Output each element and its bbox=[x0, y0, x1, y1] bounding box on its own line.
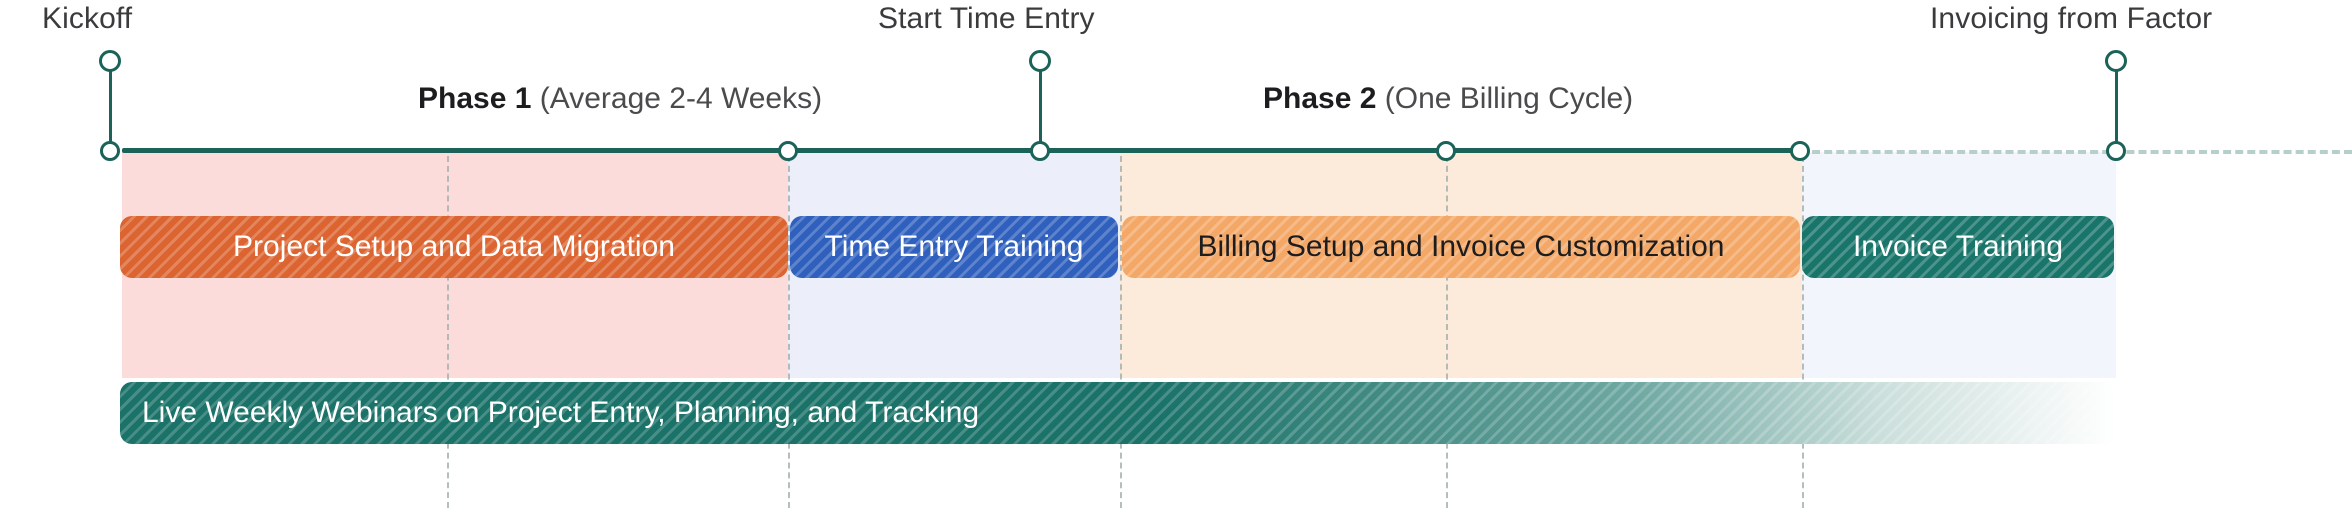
gridline-3 bbox=[1446, 156, 1448, 508]
phase-caption-phase-2: Phase 2 (One Billing Cycle) bbox=[1263, 82, 1633, 116]
task-live-weekly-webinars[interactable]: Live Weekly Webinars on Project Entry, P… bbox=[120, 382, 2116, 444]
task-invoice-training[interactable]: Invoice Training bbox=[1802, 216, 2114, 278]
phase-caption-phase-1: Phase 1 (Average 2-4 Weeks) bbox=[418, 82, 822, 116]
ongoing-task-label: Live Weekly Webinars on Project Entry, P… bbox=[142, 396, 980, 429]
task-billing-setup[interactable]: Billing Setup and Invoice Customization bbox=[1122, 216, 1800, 278]
task-label: Invoice Training bbox=[1852, 230, 2064, 263]
milestone-label-kickoff: Kickoff bbox=[42, 2, 133, 35]
phase-note-phase-2: (One Billing Cycle) bbox=[1376, 82, 1634, 115]
gridline-1 bbox=[788, 156, 790, 508]
milestone-stem-invoicing-from-factor bbox=[2115, 68, 2118, 154]
axis-marker-dot-phase1-end[interactable] bbox=[778, 141, 798, 161]
milestone-marker-start-time-entry[interactable] bbox=[1029, 50, 1051, 72]
milestone-label-invoicing-from-factor: Invoicing from Factor bbox=[1930, 2, 2213, 35]
axis-marker-dot-invoicing[interactable] bbox=[2106, 141, 2126, 161]
phase-name-phase-2: Phase 2 bbox=[1263, 82, 1377, 115]
timeline-axis-solid bbox=[122, 148, 1804, 153]
axis-marker-dot-mid-phase2[interactable] bbox=[1436, 141, 1456, 161]
gridline-4 bbox=[1802, 156, 1804, 508]
axis-marker-dot-kickoff[interactable] bbox=[100, 141, 120, 161]
milestone-stem-kickoff bbox=[109, 68, 112, 154]
milestone-stem-start-time-entry bbox=[1039, 68, 1042, 154]
phase-note-phase-1: (Average 2-4 Weeks) bbox=[531, 82, 823, 115]
milestone-marker-invoicing-from-factor[interactable] bbox=[2105, 50, 2127, 72]
task-project-setup[interactable]: Project Setup and Data Migration bbox=[120, 216, 788, 278]
task-time-entry-training[interactable]: Time Entry Training bbox=[790, 216, 1118, 278]
gridline-0 bbox=[447, 156, 449, 508]
axis-marker-dot-phase2-end[interactable] bbox=[1790, 141, 1810, 161]
task-label: Project Setup and Data Migration bbox=[233, 230, 675, 263]
task-label: Time Entry Training bbox=[824, 230, 1084, 263]
phase-name-phase-1: Phase 1 bbox=[418, 82, 532, 115]
gridline-2 bbox=[1120, 156, 1122, 508]
milestone-label-start-time-entry: Start Time Entry bbox=[878, 2, 1095, 35]
milestone-marker-kickoff[interactable] bbox=[99, 50, 121, 72]
timeline-axis-dashed bbox=[1800, 150, 2352, 154]
axis-marker-dot-start-time-entry[interactable] bbox=[1030, 141, 1050, 161]
task-label: Billing Setup and Invoice Customization bbox=[1197, 230, 1725, 263]
